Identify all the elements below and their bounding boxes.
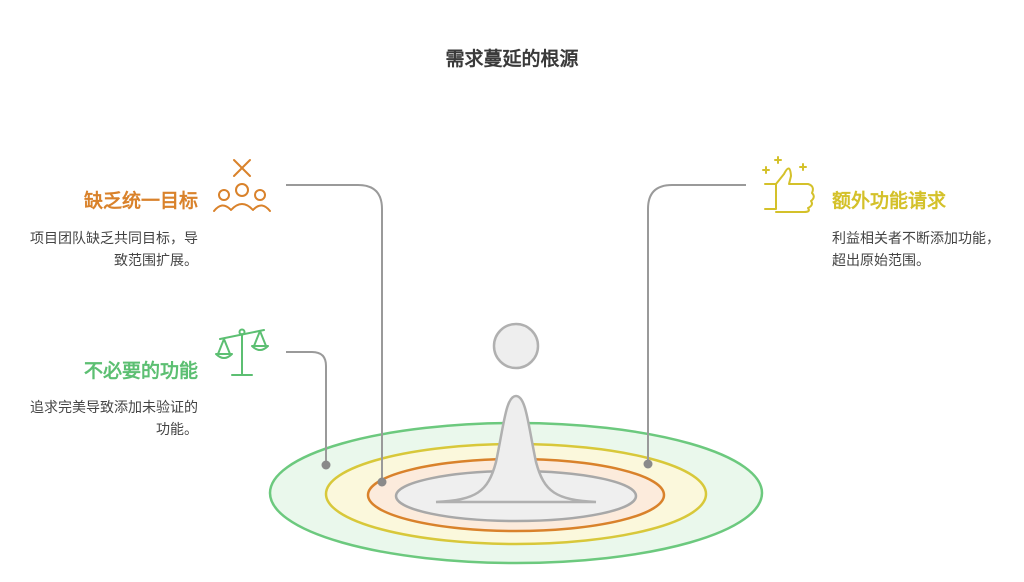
description-lack-of-goals: 项目团队缺乏共同目标，导致范围扩展。 <box>30 231 198 269</box>
figure-body <box>435 394 597 504</box>
connector-lack-of-goals <box>286 184 383 481</box>
thumbs-up-icon <box>762 156 815 213</box>
description-extra-requests: 利益相关者不断添加功能，超出原始范围。 <box>832 231 1000 269</box>
connector-dot-extra-requests <box>643 459 653 469</box>
heading-unnecessary-features: 不必要的功能 <box>83 360 198 382</box>
team-with-x-icon <box>213 159 271 212</box>
balance-scale-icon <box>215 328 269 376</box>
heading-extra-requests: 额外功能请求 <box>832 190 947 212</box>
figure-head <box>492 322 540 370</box>
connector-extra-requests <box>647 184 746 463</box>
connector-unnecessary-features <box>286 351 327 464</box>
connector-dot-unnecessary-features <box>321 460 331 470</box>
diagram-title: 需求蔓延的根源 <box>445 48 579 70</box>
description-unnecessary-features: 追求完美导致添加未验证的功能。 <box>30 400 198 438</box>
connector-dot-lack-of-goals <box>377 477 387 487</box>
heading-lack-of-goals: 缺乏统一目标 <box>83 190 198 212</box>
